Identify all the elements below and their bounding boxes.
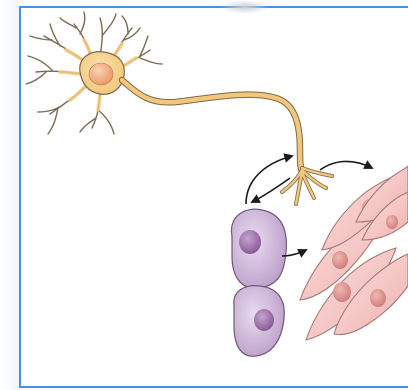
- glial-cell-icon: [231, 209, 286, 356]
- neuron-icon: [26, 12, 332, 204]
- smooth-muscle-cell-icon: [300, 166, 408, 340]
